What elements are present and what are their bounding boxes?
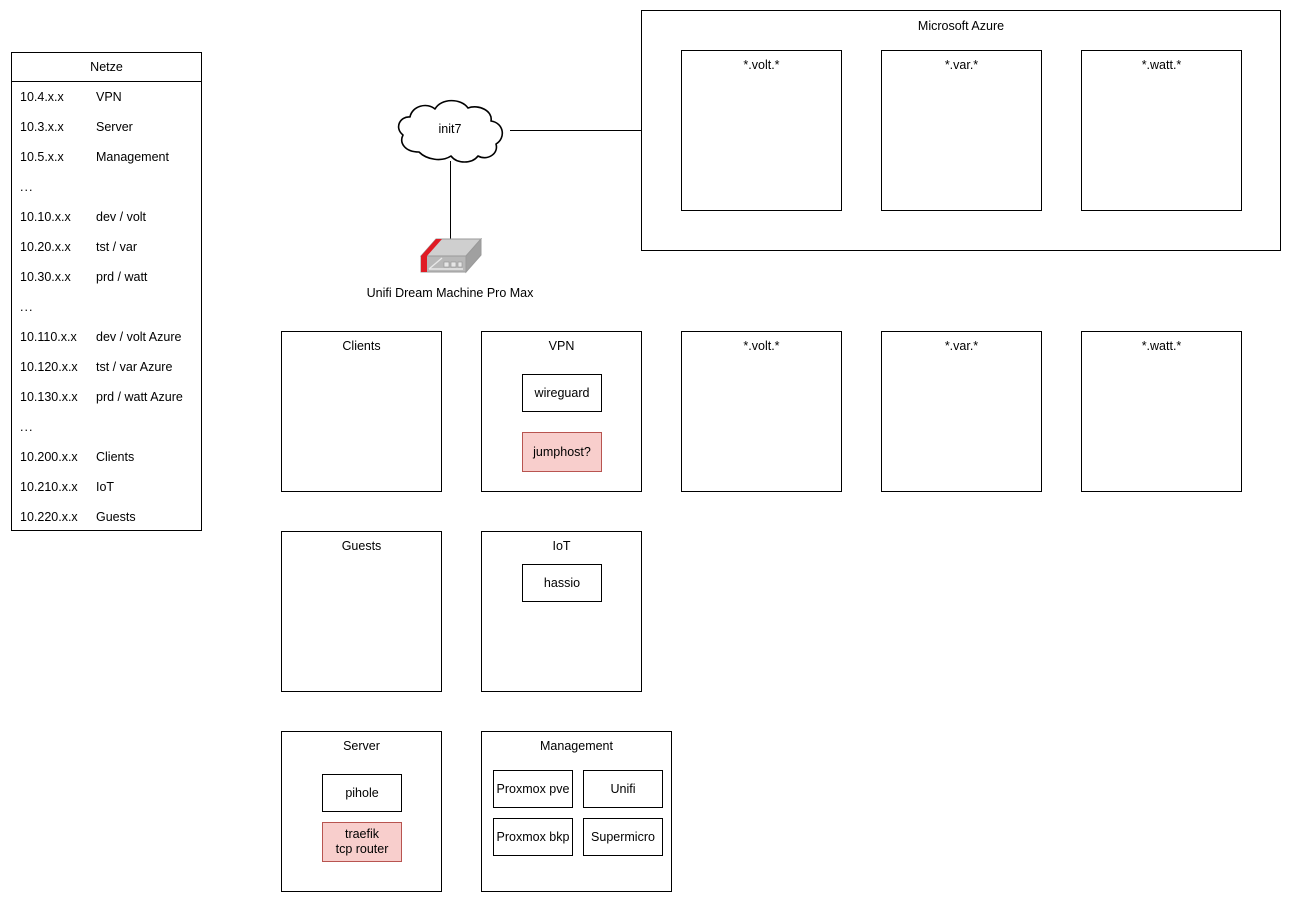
table-row: 10.30.x.x prd / watt	[12, 262, 201, 292]
netze-cidr: ...	[20, 180, 34, 194]
node-proxmox-pve[interactable]: Proxmox pve	[493, 770, 573, 808]
netze-cidr: 10.3.x.x	[20, 120, 64, 134]
azure-title: Microsoft Azure	[917, 19, 1005, 33]
netze-name: Clients	[96, 450, 135, 464]
netze-cidr: 10.220.x.x	[20, 510, 78, 524]
netze-cidr: 10.120.x.x	[20, 360, 78, 374]
netze-table: Netze 10.4.x.x VPN 10.3.x.x Server 10.5.…	[11, 52, 202, 531]
azure-zone-title: *.watt.*	[1141, 58, 1182, 72]
zone-watt: *.watt.*	[1081, 331, 1242, 492]
node-unifi[interactable]: Unifi	[583, 770, 663, 808]
table-row: 10.20.x.x tst / var	[12, 232, 201, 262]
firewall-appliance-glyph	[419, 237, 483, 274]
node-jumphost[interactable]: jumphost?	[522, 432, 602, 472]
zone-clients: Clients	[281, 331, 442, 492]
zone-title: Clients	[342, 339, 381, 353]
firewall-appliance-icon	[419, 237, 483, 281]
node-traefik-tcp-router[interactable]: traefik tcp router	[322, 822, 402, 862]
netze-name: prd / watt	[96, 270, 148, 284]
netze-name: Management	[96, 150, 169, 164]
netze-cidr: 10.200.x.x	[20, 450, 78, 464]
node-pihole[interactable]: pihole	[322, 774, 402, 812]
node-supermicro[interactable]: Supermicro	[583, 818, 663, 856]
netze-cidr: ...	[20, 420, 34, 434]
table-row: 10.10.x.x dev / volt	[12, 202, 201, 232]
netze-cidr: 10.10.x.x	[20, 210, 71, 224]
zone-title: Server	[343, 739, 380, 753]
netze-name: IoT	[96, 480, 115, 494]
table-row: 10.130.x.x prd / watt Azure	[12, 382, 201, 412]
netze-name: Server	[96, 120, 133, 134]
table-row-separator: ...	[12, 292, 201, 322]
node-proxmox-bkp[interactable]: Proxmox bkp	[493, 818, 573, 856]
node-wireguard[interactable]: wireguard	[522, 374, 602, 412]
netze-name: VPN	[96, 90, 122, 104]
zone-title: *.var.*	[944, 339, 979, 353]
azure-zone-var: *.var.*	[881, 50, 1042, 211]
zone-server: Server pihole traefik tcp router	[281, 731, 442, 892]
netze-cidr: 10.4.x.x	[20, 90, 64, 104]
zone-title: IoT	[552, 539, 571, 553]
table-row: 10.3.x.x Server	[12, 112, 201, 142]
table-row: 10.5.x.x Management	[12, 142, 201, 172]
zone-title: *.volt.*	[743, 339, 780, 353]
azure-zone-volt: *.volt.*	[681, 50, 842, 211]
netze-name: dev / volt	[96, 210, 147, 224]
table-row: 10.220.x.x Guests	[12, 502, 201, 532]
netze-table-title: Netze	[90, 60, 123, 74]
netze-table-body: 10.4.x.x VPN 10.3.x.x Server 10.5.x.x Ma…	[12, 82, 201, 532]
zone-title: VPN	[548, 339, 575, 353]
azure-zone-watt: *.watt.*	[1081, 50, 1242, 211]
device-label: Unifi Dream Machine Pro Max	[366, 286, 534, 300]
zone-var: *.var.*	[881, 331, 1042, 492]
table-row-separator: ...	[12, 172, 201, 202]
netze-cidr: 10.5.x.x	[20, 150, 64, 164]
netze-cidr: ...	[20, 300, 34, 314]
netze-name: tst / var	[96, 240, 137, 254]
netze-name: dev / volt Azure	[96, 330, 182, 344]
zone-volt: *.volt.*	[681, 331, 842, 492]
zone-title: Guests	[341, 539, 382, 553]
netze-table-header: Netze	[12, 53, 201, 82]
zone-guests: Guests	[281, 531, 442, 692]
table-row: 10.210.x.x IoT	[12, 472, 201, 502]
netze-name: prd / watt Azure	[96, 390, 183, 404]
cloud-icon	[397, 99, 504, 163]
netze-cidr: 10.110.x.x	[20, 330, 77, 344]
netze-cidr: 10.20.x.x	[20, 240, 71, 254]
azure-zone-title: *.var.*	[944, 58, 979, 72]
zone-title: *.watt.*	[1141, 339, 1182, 353]
netze-cidr: 10.130.x.x	[20, 390, 78, 404]
zone-title: Management	[540, 739, 613, 753]
zone-vpn: VPN wireguard jumphost?	[481, 331, 642, 492]
cloud-init7: init7	[389, 96, 511, 165]
table-row: 10.4.x.x VPN	[12, 82, 201, 112]
table-row-separator: ...	[12, 412, 201, 442]
table-row: 10.110.x.x dev / volt Azure	[12, 322, 201, 352]
netze-name: Guests	[96, 510, 136, 524]
edge-cloud-to-unifi	[449, 161, 451, 244]
netze-cidr: 10.210.x.x	[20, 480, 78, 494]
table-row: 10.120.x.x tst / var Azure	[12, 352, 201, 382]
edge-cloud-to-azure	[510, 129, 641, 131]
zone-management: Management Proxmox pve Unifi Proxmox bkp…	[481, 731, 672, 892]
node-hassio[interactable]: hassio	[522, 564, 602, 602]
table-row: 10.200.x.x Clients	[12, 442, 201, 472]
azure-zone-title: *.volt.*	[743, 58, 780, 72]
netze-cidr: 10.30.x.x	[20, 270, 71, 284]
netze-name: tst / var Azure	[96, 360, 173, 374]
zone-iot: IoT hassio	[481, 531, 642, 692]
